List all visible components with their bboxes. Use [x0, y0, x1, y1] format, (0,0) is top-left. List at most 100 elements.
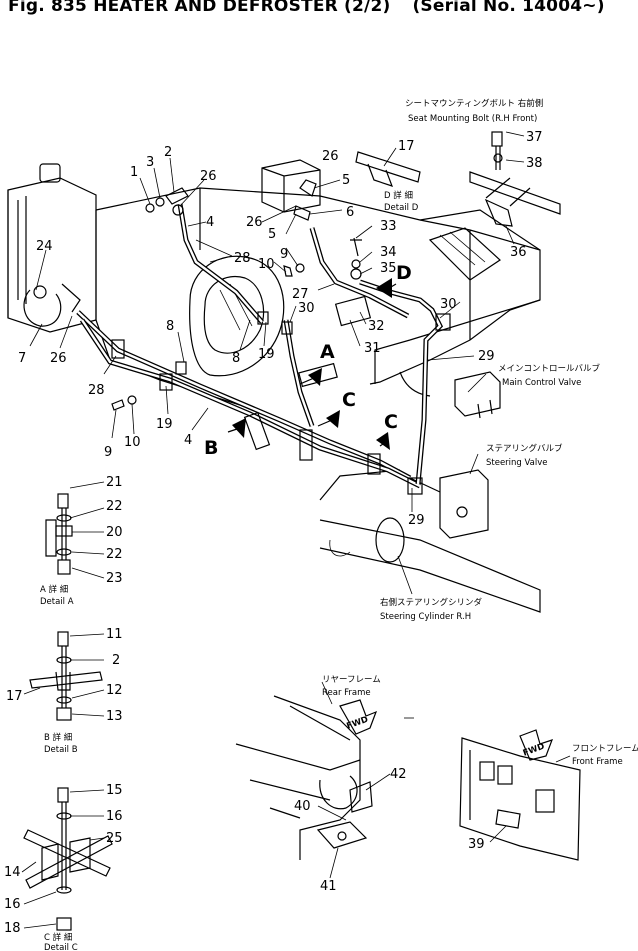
part-42: 42: [390, 767, 407, 782]
view-letter-c2: C: [384, 411, 398, 433]
part-4: 4: [206, 215, 214, 230]
rear-frame-en: Rear Frame: [322, 688, 371, 698]
front-frame-en: Front Frame: [572, 757, 623, 767]
part-26c: 26: [322, 149, 339, 164]
part-25: 25: [106, 831, 123, 846]
steer-cyl-en: Steering Cylinder R.H: [380, 612, 471, 622]
view-letter-a: A: [320, 341, 335, 363]
part-34: 34: [380, 245, 397, 260]
part-33: 33: [380, 219, 397, 234]
part-27: 27: [292, 287, 309, 302]
view-letter-d: D: [396, 262, 412, 284]
part-2: 2: [164, 145, 172, 160]
part-31: 31: [364, 341, 381, 356]
main-control-valve: [399, 371, 501, 419]
detail-d-en: Detail D: [384, 203, 419, 213]
part-21: 21: [106, 475, 123, 490]
steer-valve-jp: ステアリングバルブ: [486, 443, 563, 454]
figure-title: Fig. 835 HEATER AND DEFROSTER (2/2) (Seri…: [8, 0, 605, 16]
detail-b-jp: B 詳 細: [44, 732, 72, 743]
part-41: 41: [320, 879, 337, 894]
part-26: 26: [200, 169, 217, 184]
detail-c-en: Detail C: [44, 943, 78, 951]
part-26b: 26: [50, 351, 67, 366]
part-19b: 19: [258, 347, 275, 362]
detail-a-en: Detail A: [40, 597, 74, 607]
main-assembly: B A C C D 1 3 2 26 4 24 7 26 28 8 9 10 1…: [7, 98, 601, 622]
part-17: 17: [398, 139, 415, 154]
frame-block: [95, 187, 541, 431]
detail-c-jp: C 詳 細: [44, 932, 72, 943]
part-36: 36: [510, 245, 527, 260]
part-26d: 26: [246, 215, 263, 230]
view-letter-b: B: [204, 437, 218, 459]
main-valve-en: Main Control Valve: [502, 378, 581, 388]
steer-valve-en: Steering Valve: [486, 458, 548, 468]
part-30: 30: [298, 301, 315, 316]
rear-frame-view: FWD 40 42 41 リヤーフレーム Rear Frame: [235, 675, 414, 894]
part-9b: 9: [280, 247, 288, 262]
part-22b: 22: [106, 547, 123, 562]
detail-a-jp: A 詳 細: [40, 584, 68, 595]
part-5: 5: [342, 173, 350, 188]
part-19: 19: [156, 417, 173, 432]
rear-frame-jp: リヤーフレーム: [322, 675, 381, 685]
part-16b: 16: [4, 897, 21, 912]
part-28b: 28: [234, 251, 251, 266]
relay-box: [261, 159, 321, 213]
seat-bolt-en: Seat Mounting Bolt (R.H Front): [408, 114, 537, 124]
part-11: 11: [106, 627, 123, 642]
clamps: [111, 179, 451, 495]
steering-cylinder: [319, 469, 541, 613]
part-20: 20: [106, 525, 123, 540]
steering-valve: [409, 469, 489, 539]
part-15: 15: [106, 783, 123, 798]
part-28: 28: [88, 383, 105, 398]
part-30b: 30: [440, 297, 457, 312]
part-9: 9: [104, 445, 112, 460]
detail-d: 17 D 詳 細 Detail D: [355, 139, 421, 213]
detail-b: 11 2 17 12 13 B 詳 細 Detail B: [6, 627, 123, 755]
part-6: 6: [346, 205, 354, 220]
detail-seat-bolt: 37 38 36: [469, 130, 561, 260]
detail-d-jp: D 詳 細: [384, 190, 413, 201]
part-29: 29: [478, 349, 495, 364]
seat-bolt-jp: シートマウンティングボルト 右前側: [405, 98, 543, 109]
front-frame-view: FWD 39 フロントフレーム Front Frame: [459, 729, 638, 861]
part-12: 12: [106, 683, 123, 698]
detail-a: 21 22 20 22 23 A 詳 細 Detail A: [40, 475, 123, 607]
part-24: 24: [36, 239, 53, 254]
part-10: 10: [124, 435, 141, 450]
part-2b: 2: [112, 653, 120, 668]
part-38: 38: [526, 156, 543, 171]
part-32: 32: [368, 319, 385, 334]
leader-lines: [29, 157, 487, 595]
part-35: 35: [380, 261, 397, 276]
part-3: 3: [146, 155, 154, 170]
detail-c: 15 16 25 14 16 18 C 詳 細 Detail C: [4, 783, 123, 951]
view-letter-c1: C: [342, 389, 356, 411]
part-8: 8: [166, 319, 174, 334]
front-fwd: FWD: [522, 742, 546, 759]
view-arrows: [227, 278, 397, 450]
title-serial: (Serial No. 14004~): [412, 0, 605, 16]
steer-cyl-jp: 右側ステアリングシリンダ: [380, 597, 483, 608]
title-main: Fig. 835 HEATER AND DEFROSTER (2/2): [8, 0, 391, 16]
detail-b-en: Detail B: [44, 745, 78, 755]
part-37: 37: [526, 130, 543, 145]
front-frame-jp: フロントフレーム: [572, 744, 638, 754]
part-22: 22: [106, 499, 123, 514]
part-23: 23: [106, 571, 123, 586]
part-8b: 8: [232, 351, 240, 366]
part-40: 40: [294, 799, 311, 814]
part-39: 39: [468, 837, 485, 852]
part-29b: 29: [408, 513, 425, 528]
part-4b: 4: [184, 433, 192, 448]
part-16: 16: [106, 809, 123, 824]
main-valve-jp: メインコントロールバルブ: [498, 363, 601, 374]
part-10b: 10: [258, 257, 275, 272]
part-1: 1: [130, 165, 138, 180]
part-14: 14: [4, 865, 21, 880]
part-13: 13: [106, 709, 123, 724]
